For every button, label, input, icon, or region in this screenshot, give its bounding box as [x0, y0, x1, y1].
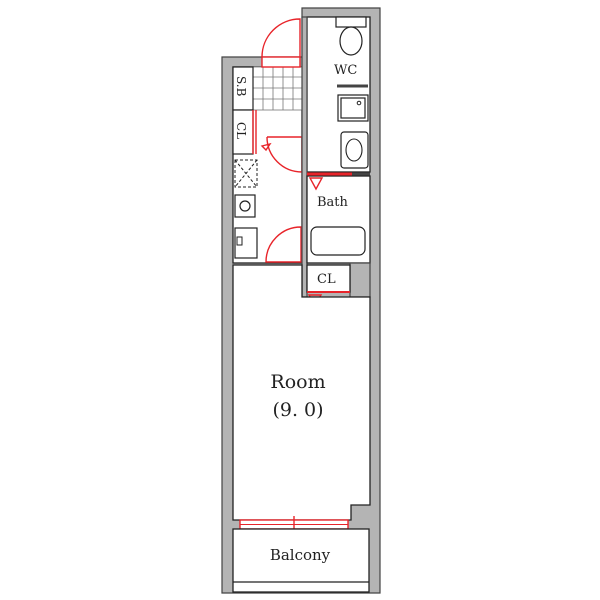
room-label: Room: [270, 371, 325, 393]
stove-icon: [234, 194, 256, 218]
entry-door[interactable]: [261, 18, 301, 68]
entry-closet-label: CL: [234, 122, 248, 139]
room-closet-label: CL: [317, 272, 336, 287]
room-closet: [306, 264, 351, 293]
partition-wall: [301, 16, 308, 298]
shoe-box-label: S.B: [234, 76, 248, 97]
room-size-label: (9. 0): [272, 399, 323, 421]
bath-label: Bath: [317, 195, 349, 210]
room-door[interactable]: [265, 226, 302, 263]
wc-label: WC: [334, 63, 357, 78]
entrance-tile: [252, 66, 303, 111]
bathtub-icon: [310, 226, 366, 256]
balcony-label: Balcony: [270, 546, 331, 564]
kitchen-sink-icon: [234, 227, 258, 259]
refrigerator-space: [234, 159, 258, 188]
washing-machine-icon: [337, 94, 369, 122]
closet-door[interactable]: [252, 110, 257, 154]
toilet-icon: [335, 16, 367, 56]
wash-basin-icon: [340, 131, 369, 169]
wall-block: [349, 262, 371, 298]
bath-door-arrow: [308, 177, 324, 191]
